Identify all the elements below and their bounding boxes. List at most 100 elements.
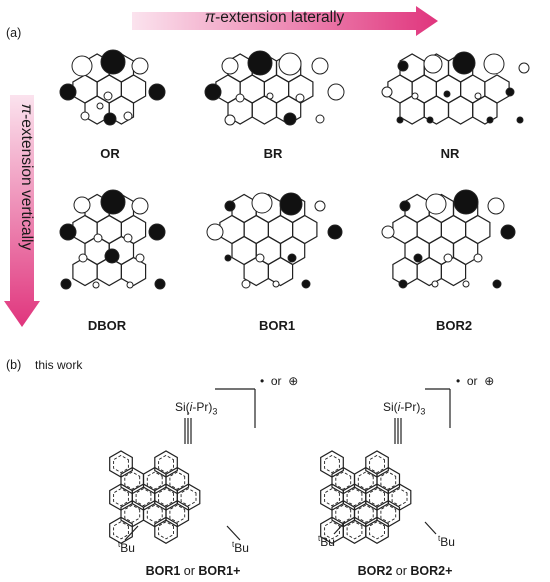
br-orbital-lobe <box>283 112 297 126</box>
bor2-structure-ring-delocalization <box>369 488 385 507</box>
nr-orbital-lobe <box>474 92 482 100</box>
nr-ring <box>472 95 498 125</box>
bor1-structure-ring-delocalization <box>169 471 186 490</box>
or-orbital-lobe <box>71 55 93 77</box>
bor2-structure-ring-delocalization <box>380 471 397 490</box>
nr-orbital-lobe <box>397 60 409 72</box>
lateral-extension-label: π-extension laterally <box>204 9 345 26</box>
panel-a-label: (a) <box>6 26 22 40</box>
nr-orbital-lobe <box>411 92 419 100</box>
br-orbital-lobe <box>311 57 329 75</box>
bor2-structure-ring-delocalization <box>369 521 385 540</box>
br-orbital-lobe <box>295 93 305 103</box>
nr-orbital-lobe <box>518 62 530 74</box>
bor2-structure-ring-delocalization <box>369 454 385 474</box>
bor1-orbital-lobe <box>314 200 326 212</box>
bor2-orbital-lobe <box>500 224 516 240</box>
bor1-structure-ring-delocalization <box>158 454 174 474</box>
nr-orbital-lobe <box>505 87 515 97</box>
bor1-structure-ring-delocalization <box>124 504 141 523</box>
dbor-orbital-lobe <box>154 278 166 290</box>
dbor-orbital-lobe <box>123 233 133 243</box>
bor1-orbital-lobe <box>287 253 297 263</box>
right-silyl-group: Si(i-Pr)3 <box>383 400 426 417</box>
bor2-structure-ring-delocalization <box>346 488 363 507</box>
br-orbital-lobe <box>327 83 345 101</box>
bor1-structure-ring <box>176 483 201 511</box>
vertical-extension-arrow <box>4 95 40 327</box>
bor2-structure-ring <box>365 516 389 544</box>
br-ring <box>275 95 302 125</box>
this-work-label: this work <box>35 358 83 372</box>
label-dbor: DBOR <box>87 318 127 333</box>
bor2-orbital-lobe <box>381 225 395 239</box>
bor1-structure-ring-delocalization <box>135 488 152 507</box>
right-charge-options: • or ⊕ <box>456 374 495 388</box>
nr-orbital-lobe <box>426 116 434 124</box>
br-orbital-lobe <box>235 93 245 103</box>
or-orbital-lobe <box>59 83 77 101</box>
bor2-structure-ring-delocalization <box>324 454 340 474</box>
bor1-orbital-lobe <box>327 224 343 240</box>
bor1-structure-ring-delocalization <box>169 504 186 523</box>
nr-orbital-lobe <box>483 53 505 75</box>
bor1-structure-ring-delocalization <box>146 504 163 523</box>
br-orbital-lobe <box>224 114 236 126</box>
br-orbital-lobe <box>221 57 239 75</box>
bor2-orbital-lobe <box>492 279 502 289</box>
dbor-orbital-lobe <box>135 253 145 263</box>
dbor-orbital-lobe <box>126 281 134 289</box>
bor2-orbital-lobe <box>462 280 470 288</box>
panel-b-label: (b) <box>6 358 22 372</box>
bor2-structure-ring <box>365 450 389 478</box>
bor2-structure-ring-delocalization <box>335 471 352 490</box>
bor2-orbital-lobe <box>425 193 447 215</box>
bor2-structure-ring-delocalization <box>335 504 352 523</box>
bor1-orbital-lobe <box>206 223 224 241</box>
bor1-structure-ring-delocalization <box>113 488 129 507</box>
nr-orbital-lobe <box>452 51 476 75</box>
bor2-structure-ring <box>320 450 344 478</box>
label-bor2: BOR2 <box>435 318 473 333</box>
bor2-structure-ring <box>376 500 401 528</box>
right-compound-name: BOR2 or BOR2+ <box>357 564 453 578</box>
dbor-orbital-lobe <box>148 223 166 241</box>
bor2-structure-ring <box>342 483 367 511</box>
left-tbu-left: tBu <box>118 540 135 555</box>
bor2-structure-ring-delocalization <box>391 488 408 507</box>
bor1-structure-ring <box>165 500 190 528</box>
nr-orbital-lobe <box>423 54 443 74</box>
bor1-structure-ring-delocalization <box>113 521 129 540</box>
br-orbital-lobe <box>266 92 274 100</box>
bor2-structure-ring <box>376 466 401 495</box>
bond <box>226 525 241 541</box>
bor1-orbital-lobe <box>224 254 232 262</box>
bor1-orbital-lobe <box>272 280 280 288</box>
left-compound-name: BOR1 or BOR1+ <box>145 564 241 578</box>
bor1-structure-ring-delocalization <box>124 471 141 490</box>
bor1-orbital-lobe <box>279 192 303 216</box>
bor2-structure-ring-delocalization <box>324 521 340 540</box>
bor1-structure-ring <box>109 450 133 478</box>
nr-orbital-lobe <box>516 116 524 124</box>
right-tbu-right: tBu <box>438 534 455 549</box>
br-orbital-lobe <box>204 83 222 101</box>
dbor-orbital-lobe <box>78 253 88 263</box>
label-nr: NR <box>440 146 460 161</box>
label-bor1: BOR1 <box>258 318 296 333</box>
bor1-structure-ring <box>154 516 178 544</box>
or-orbital-lobe <box>80 111 90 121</box>
bor1-structure-ring-delocalization <box>158 521 174 540</box>
bond <box>124 525 139 541</box>
nr-orbital-lobe <box>486 116 494 124</box>
bor2-orbital-lobe <box>431 280 439 288</box>
dbor-orbital-lobe <box>92 281 100 289</box>
or-orbital-lobe <box>103 112 117 126</box>
br-orbital-lobe <box>247 50 273 76</box>
bor2-orbital-lobe <box>399 200 411 212</box>
nr-orbital-lobe <box>381 86 393 98</box>
bor2-structure-ring-delocalization <box>324 488 340 507</box>
br-orbital-lobe <box>278 52 302 76</box>
bor2-structure-ring-delocalization <box>346 521 363 540</box>
